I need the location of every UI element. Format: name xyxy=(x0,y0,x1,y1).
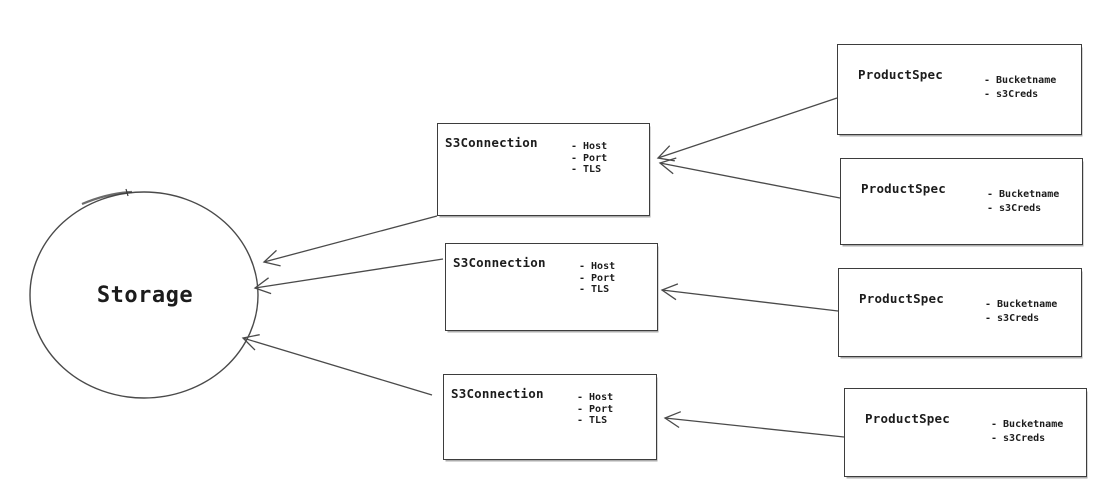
arrow-s3connection3-to-storage xyxy=(241,334,433,396)
attribute-port: - Port xyxy=(571,152,608,164)
arrow-productspec4-to-s3connection3 xyxy=(663,411,845,438)
storage-node-label: Storage xyxy=(96,283,194,308)
attribute-s3creds: - s3Creds xyxy=(991,432,1046,444)
arrow-productspec2-to-s3connection1 xyxy=(658,157,841,199)
s3connection-node-1-attributes: - Host - Port - TLS xyxy=(571,141,607,176)
attribute-tls: - TLS xyxy=(577,415,608,426)
attribute-host: - Host xyxy=(577,392,614,403)
attribute-host: - Host xyxy=(571,141,608,152)
attribute-bucketname: - Bucketname xyxy=(991,419,1064,430)
storage-circle xyxy=(29,191,259,399)
attribute-bucketname: - Bucketname xyxy=(985,299,1058,310)
s3connection-node-3-attributes: - Host - Port - TLS xyxy=(577,392,613,427)
attribute-host: - Host xyxy=(579,261,616,272)
storage-circle-sketch-tick xyxy=(125,188,129,197)
s3connection-node-2: S3Connection - Host - Port - TLS xyxy=(445,243,658,331)
productspec-node-3-title: ProductSpec xyxy=(859,291,944,306)
s3connection-node-1-title: S3Connection xyxy=(445,135,538,150)
s3connection-node-3: S3Connection - Host - Port - TLS xyxy=(443,374,657,460)
attribute-tls: - TLS xyxy=(579,284,610,295)
productspec-node-4-attributes: - Bucketname - s3Creds xyxy=(991,418,1063,445)
attribute-tls: - TLS xyxy=(571,164,602,175)
attribute-bucketname: - Bucketname xyxy=(984,75,1057,86)
attribute-s3creds: - s3Creds xyxy=(984,88,1039,100)
attribute-bucketname: - Bucketname xyxy=(987,189,1060,200)
productspec-node-2-title: ProductSpec xyxy=(861,181,946,196)
arrow-productspec3-to-s3connection2 xyxy=(660,283,839,312)
productspec-node-2: ProductSpec - Bucketname - s3Creds xyxy=(840,158,1083,245)
attribute-s3creds: - s3Creds xyxy=(985,312,1040,324)
s3connection-node-1: S3Connection - Host - Port - TLS xyxy=(437,123,650,216)
attribute-port: - Port xyxy=(577,403,614,415)
arrow-s3connection2-to-storage xyxy=(253,258,444,295)
arrow-s3connection1-to-storage xyxy=(262,215,438,267)
s3connection-node-2-title: S3Connection xyxy=(453,255,546,270)
productspec-node-2-attributes: - Bucketname - s3Creds xyxy=(987,188,1059,215)
productspec-node-4: ProductSpec - Bucketname - s3Creds xyxy=(844,388,1087,477)
productspec-node-3: ProductSpec - Bucketname - s3Creds xyxy=(838,268,1082,357)
attribute-s3creds: - s3Creds xyxy=(987,202,1042,214)
productspec-node-3-attributes: - Bucketname - s3Creds xyxy=(985,298,1057,325)
s3connection-node-3-title: S3Connection xyxy=(451,386,544,401)
productspec-node-1: ProductSpec - Bucketname - s3Creds xyxy=(837,44,1082,135)
productspec-node-1-title: ProductSpec xyxy=(858,67,943,82)
arrow-productspec1-to-s3connection1 xyxy=(656,97,838,162)
storage-circle-sketch-stroke xyxy=(81,190,133,206)
productspec-node-4-title: ProductSpec xyxy=(865,411,950,426)
productspec-node-1-attributes: - Bucketname - s3Creds xyxy=(984,74,1056,101)
attribute-port: - Port xyxy=(579,272,616,284)
s3connection-node-2-attributes: - Host - Port - TLS xyxy=(579,261,615,296)
